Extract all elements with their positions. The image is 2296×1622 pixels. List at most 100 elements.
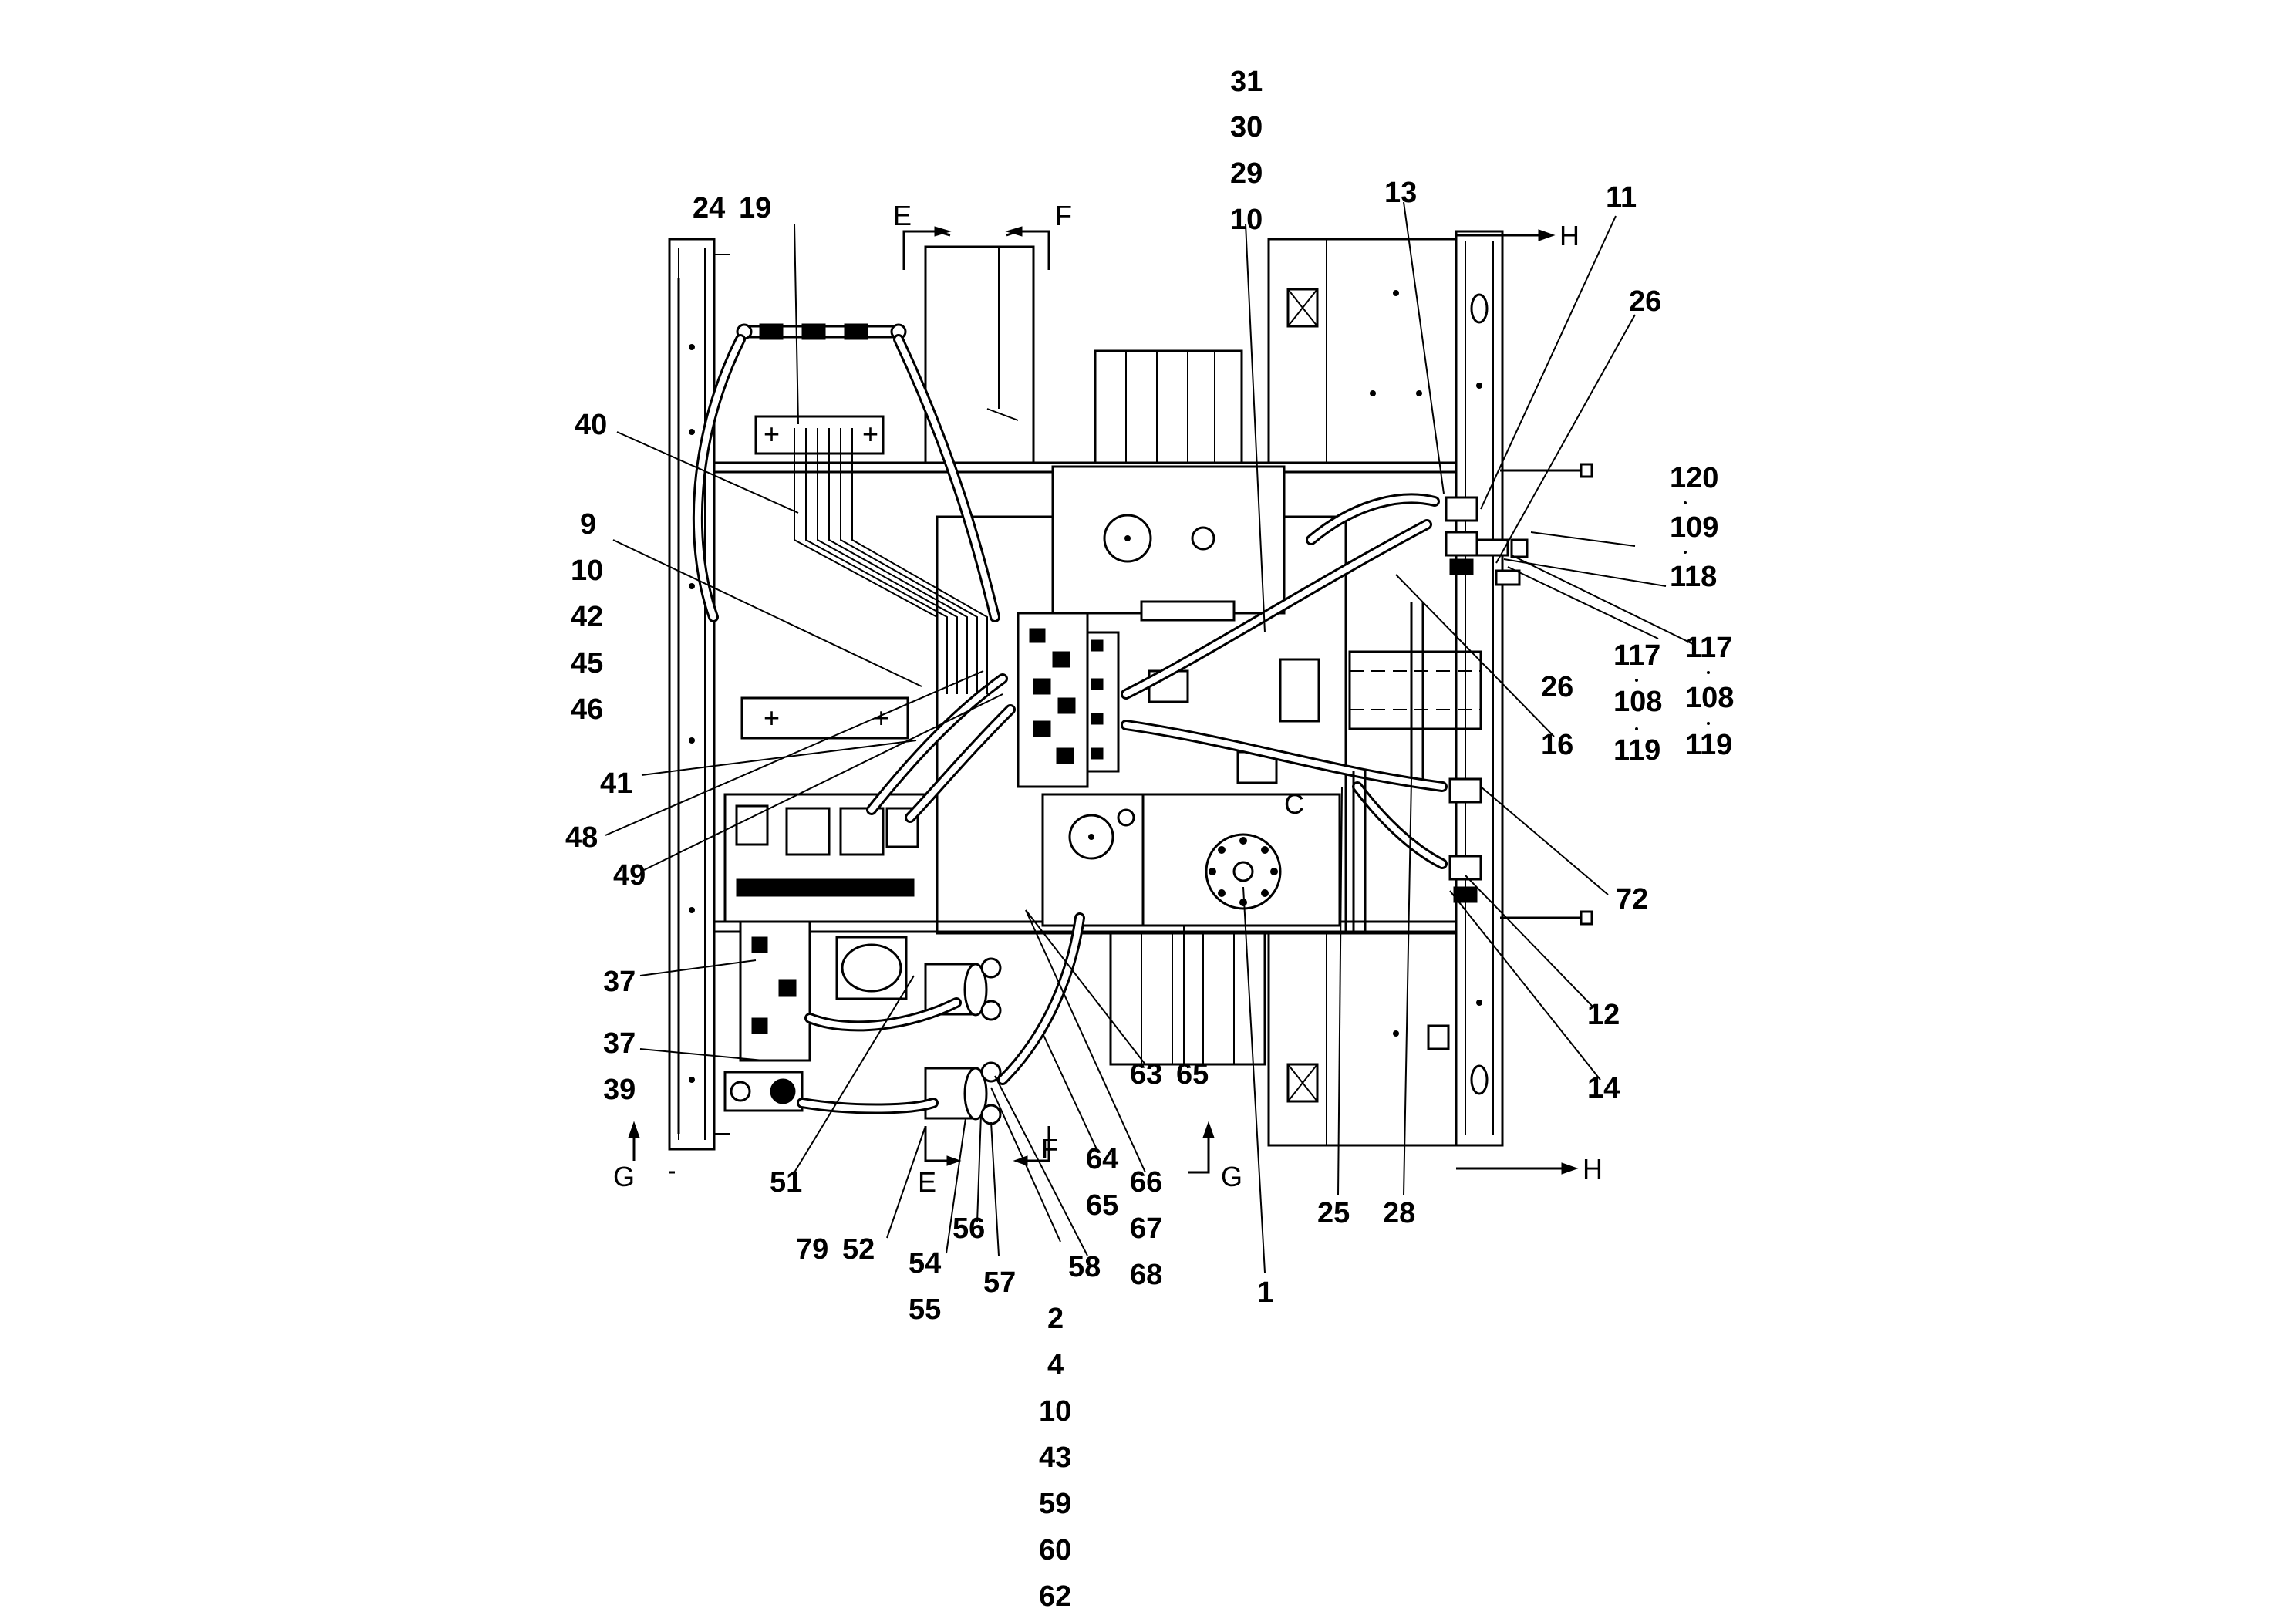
callout-10: 10 [571,555,603,587]
callout-10: 10 [1039,1395,1071,1428]
callout-108: 108 [1685,682,1734,714]
callout-40: 40 [575,409,607,441]
callout-43: 43 [1039,1442,1071,1474]
hoses [692,334,1448,1114]
section-F-top: F [1055,200,1072,231]
section-H-top: H [1559,220,1580,251]
section-F-bottom: F [1041,1133,1058,1165]
callout-39: 39 [603,1074,636,1106]
callout-117: 117 [1685,632,1732,664]
section-E-top: E [893,200,912,231]
svg-text:+: + [764,418,780,450]
callout-29: 29 [1230,157,1263,190]
top-right-bracket [1267,238,1458,464]
callout-51: 51 [770,1166,802,1199]
callout-79: 79 [796,1233,828,1266]
callout-49: 49 [613,859,646,892]
callout-109: 109 [1670,511,1718,544]
svg-text:+: + [873,702,889,733]
callout-42: 42 [571,601,603,633]
bottom-center-plate [1109,932,1266,1066]
section-E-bottom: E [918,1166,936,1198]
callout-52: 52 [842,1233,875,1266]
callout-67: 67 [1130,1212,1162,1245]
callout-68: 68 [1130,1259,1162,1291]
callout-1: 1 [1257,1276,1273,1309]
callout-41: 41 [600,767,632,800]
callout-45: 45 [571,647,603,679]
callout-46: 46 [571,693,603,726]
filter-upper [924,957,1002,1021]
filter-lower [924,1061,1002,1125]
callout-31: 31 [1230,66,1263,98]
lower-tank [1041,793,1341,927]
callout-4: 4 [1047,1349,1064,1381]
callout-65: 65 [1086,1189,1118,1222]
callout-16: 16 [1541,729,1573,761]
section-cut-lines [669,230,1566,1174]
right-fitting-stack-upper [1445,463,1593,586]
callout-26: 26 [1541,671,1573,703]
callout-25: 25 [1317,1197,1350,1229]
callout-12: 12 [1587,999,1620,1031]
section-G-left: G [613,1161,635,1192]
callout-10: 10 [1230,204,1263,236]
section-letters: E F H E F G G H C [613,200,1603,1198]
callout-63: 63 [1130,1058,1162,1091]
top-center-plate [924,245,1243,464]
callout-26: 26 [1629,285,1661,318]
top-bar-linkage [736,323,907,340]
callout-30: 30 [1230,111,1263,143]
callout-57: 57 [983,1266,1016,1299]
callout-54: 54 [909,1247,941,1280]
right-fitting-stack-lower [1448,777,1593,926]
callout-64: 64 [1086,1143,1118,1175]
callout-119: 119 [1613,734,1660,767]
callout-62: 62 [1039,1580,1071,1613]
callout-28: 28 [1383,1197,1415,1229]
callout-118: 118 [1670,561,1717,593]
callout-119: 119 [1685,729,1732,761]
left-pump-assembly [723,793,939,1112]
callout-56: 56 [952,1212,985,1245]
pipe-bundle-40 [794,428,988,694]
callout-11: 11 [1606,181,1637,214]
callout-55: 55 [909,1293,941,1326]
right-cylinder [1148,650,1482,784]
callout-65: 65 [1176,1058,1209,1091]
callout-72: 72 [1616,883,1648,916]
bottom-right-bracket [1267,932,1458,1147]
leader-lines [605,201,1694,1273]
callout-59: 59 [1039,1488,1071,1520]
svg-text:+: + [764,702,780,733]
label-dots [1635,501,1710,730]
callout-117: 117 [1613,639,1660,672]
right-tubes [1352,602,1424,933]
callout-19: 19 [739,192,771,224]
upper-tank [1051,465,1286,622]
callout-37: 37 [603,1027,636,1060]
callout-9: 9 [580,508,596,541]
callout-14: 14 [1587,1072,1620,1104]
callout-13: 13 [1384,177,1417,209]
callout-48: 48 [565,821,598,854]
section-G-right: G [1221,1161,1242,1192]
control-valve-bank [1017,612,1120,788]
callout-24: 24 [693,192,725,224]
section-arrows [628,226,1579,1175]
callout-labels: 31 30 29 10 24 19 13 11 26 40 120 109 11… [565,66,1734,1613]
right-frame-rail [1455,230,1504,1147]
svg-text:+: + [862,418,878,450]
callout-66: 66 [1130,1166,1162,1199]
callout-108: 108 [1613,686,1662,718]
section-C-mark: C [1284,788,1304,820]
left-mount-plate: + + + + [740,415,909,740]
callout-120: 120 [1670,462,1718,494]
section-H-bottom: H [1583,1153,1603,1185]
callout-60: 60 [1039,1534,1071,1566]
callout-2: 2 [1047,1303,1064,1335]
callout-37: 37 [603,966,636,998]
callout-58: 58 [1068,1251,1101,1283]
